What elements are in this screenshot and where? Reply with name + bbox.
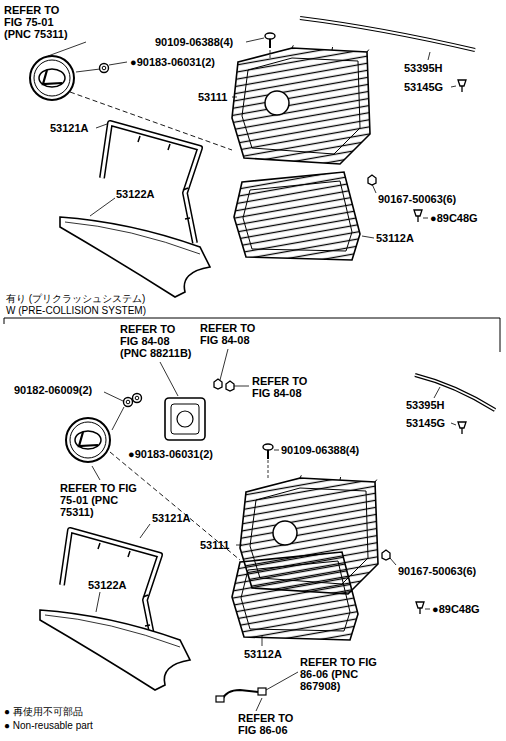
part-number: 53112A bbox=[376, 232, 414, 244]
part-number: ●89C48G bbox=[432, 603, 480, 615]
part-number: 90182-06009(2) bbox=[14, 384, 92, 396]
part-number: 53112A bbox=[244, 648, 282, 660]
legend-note: ● Non-reusable part bbox=[4, 720, 93, 732]
part-number: 90167-50063(6) bbox=[398, 565, 476, 577]
part-number: 53395H bbox=[406, 399, 445, 411]
reference-note: REFER TO FIG 84-08 bbox=[200, 322, 266, 346]
part-number: 53122A bbox=[88, 579, 127, 591]
part-number: 53145G bbox=[406, 417, 445, 429]
part-number: ●90183-06031(2) bbox=[128, 448, 213, 460]
part-number: 53122A bbox=[116, 188, 155, 200]
reference-note: REFER TO FIG 86-06 bbox=[238, 712, 308, 736]
reference-note: REFER TO FIG 84-08 bbox=[252, 375, 318, 399]
condition-note: W (PRE-COLLISION SYSTEM) bbox=[6, 305, 146, 317]
part-number: 90109-06388(4) bbox=[281, 444, 359, 456]
part-number: 53111 bbox=[198, 91, 227, 103]
condition-note: 有り (プリクラッシュシステム) bbox=[6, 293, 145, 305]
part-number: ●90183-06031(2) bbox=[130, 56, 215, 68]
part-number: ●89C48G bbox=[430, 212, 478, 224]
part-number: 53111 bbox=[200, 539, 229, 551]
part-number: 90167-50063(6) bbox=[378, 193, 456, 205]
reference-note: REFER TO FIG 75-01 (PNC 75311) bbox=[60, 482, 140, 518]
part-number: 90109-06388(4) bbox=[155, 36, 233, 48]
part-number: 53121A bbox=[152, 512, 191, 524]
legend-note: ● 再使用不可部品 bbox=[4, 706, 83, 718]
reference-note: REFER TO FIG 86-06 (PNC 867908) bbox=[300, 656, 382, 692]
part-number: 53395H bbox=[404, 62, 443, 74]
part-number: 53145G bbox=[404, 81, 443, 93]
part-number: 53121A bbox=[50, 122, 89, 134]
reference-note: REFER TO FIG 84-08 (PNC 88211B) bbox=[120, 323, 196, 359]
reference-note: REFER TO FIG 75-01 (PNC 75311) bbox=[4, 4, 80, 40]
